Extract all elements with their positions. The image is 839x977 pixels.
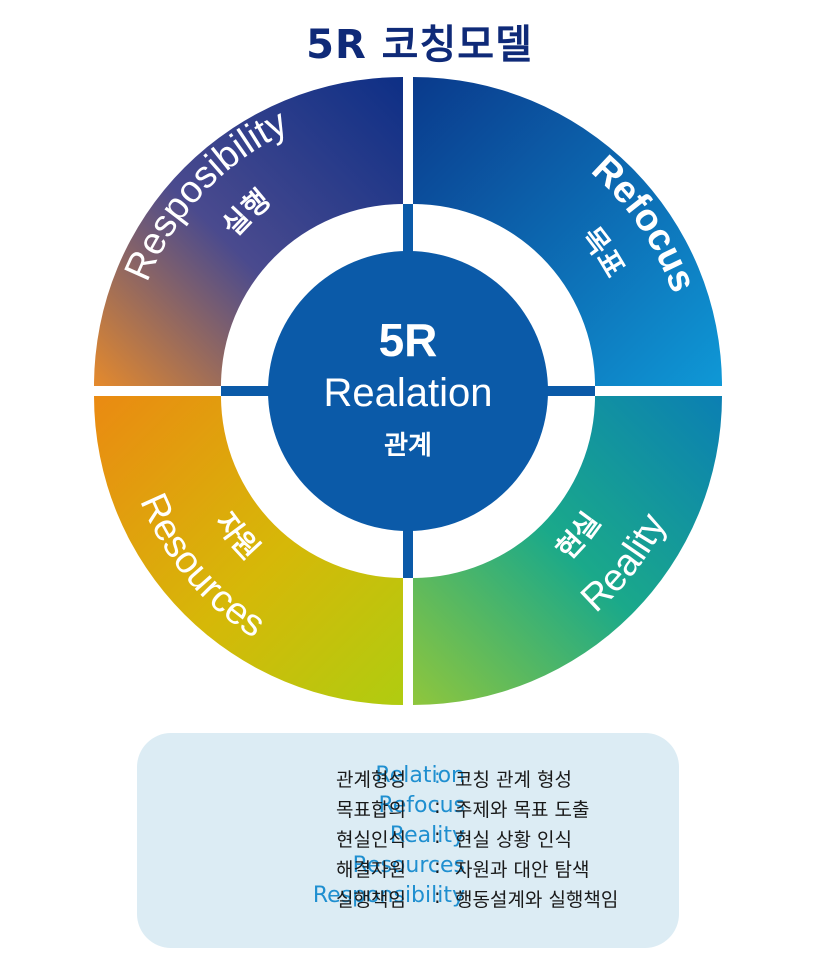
legend-row-resources: Resources 해결자원 : 자원과 대안 탐색 xyxy=(137,853,679,883)
legend-colon: : xyxy=(434,824,441,848)
connector-bottom xyxy=(403,516,413,578)
legend-english-term: Relation xyxy=(375,763,465,788)
legend-row-reality: Reality 현실인식 : 현실 상황 인식 xyxy=(137,823,679,853)
legend-description: 행동설계와 실행책임 xyxy=(455,889,619,911)
legend-row-responsibility: Responsibility 실행책임 : 행동설계와 실행책임 xyxy=(137,883,679,913)
center-circle xyxy=(268,251,548,531)
legend-korean-term: 목표합의 xyxy=(336,799,406,821)
legend-row-relation: Relation 관계형성 : 코칭 관계 형성 xyxy=(137,763,679,793)
legend-colon: : xyxy=(434,884,441,908)
connector-top xyxy=(403,204,413,266)
legend-colon: : xyxy=(434,854,441,878)
connector-left xyxy=(221,386,283,396)
segment-responsibility xyxy=(94,77,403,386)
segment-resources xyxy=(94,396,403,705)
connector-right xyxy=(533,386,595,396)
center-main-label: Realation xyxy=(323,371,492,415)
legend-row-refocus: Refocus 목표합의 : 주제와 목표 도출 xyxy=(137,793,679,823)
legend-description: 자원과 대안 탐색 xyxy=(455,859,590,881)
legend-korean-term: 현실인식 xyxy=(336,829,406,851)
segment-reality xyxy=(413,396,722,705)
legend-english-term: Refocus xyxy=(378,793,465,818)
legend-korean-term: 실행책임 xyxy=(336,889,406,911)
segment-refocus xyxy=(413,77,722,386)
legend-panel: Relation 관계형성 : 코칭 관계 형성 Refocus 목표합의 : … xyxy=(137,733,679,948)
legend-korean-term: 관계형성 xyxy=(336,769,406,791)
page-title: 5R 코칭모델 xyxy=(306,22,533,68)
legend-english-term: Reality xyxy=(389,823,465,848)
legend-english-term: Responsibility xyxy=(312,883,465,908)
legend-korean-term: 해결자원 xyxy=(336,859,406,881)
legend-colon: : xyxy=(434,794,441,818)
legend-description: 현실 상황 인식 xyxy=(455,829,572,851)
legend-description: 주제와 목표 도출 xyxy=(455,799,590,821)
center-sub-label: 관계 xyxy=(384,431,432,461)
legend-english-term: Resources xyxy=(352,853,465,878)
legend-description: 코칭 관계 형성 xyxy=(455,769,572,791)
legend-colon: : xyxy=(434,764,441,788)
center-top-label: 5R xyxy=(379,314,438,366)
